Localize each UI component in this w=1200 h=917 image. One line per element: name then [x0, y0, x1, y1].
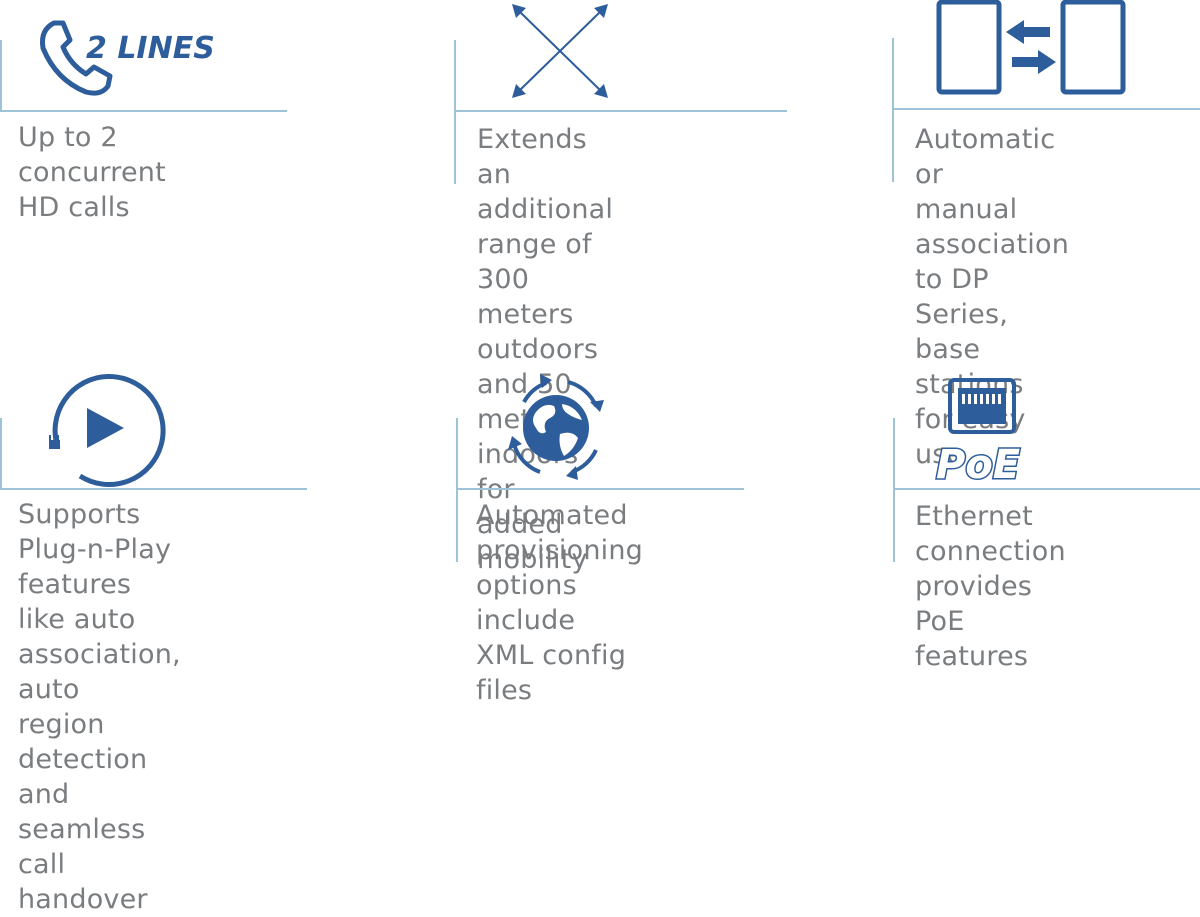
two-lines-label: 2 LINES [86, 31, 215, 66]
poe-label: PoE [936, 442, 1020, 488]
divider-horizontal [0, 488, 307, 490]
globe-sync-icon [496, 372, 616, 484]
divider-vertical [0, 40, 2, 112]
feature-description: Supports Plug-n-Play features like auto … [18, 499, 181, 915]
divider-vertical [454, 40, 456, 184]
divider-vertical [456, 418, 458, 562]
divider-horizontal [454, 110, 787, 112]
feature-description: Automated provisioning options include X… [476, 500, 643, 706]
divider-horizontal [456, 488, 744, 490]
divider-vertical [892, 38, 894, 182]
divider-vertical [0, 418, 2, 490]
expand-arrows-icon [508, 2, 612, 100]
feature-description: Ethernet connection provides PoE feature… [915, 501, 1066, 672]
feature-description: Extends an additional range of 300 meter… [477, 124, 614, 575]
divider-horizontal [893, 488, 1200, 490]
ethernet-poe-icon: PoE [934, 376, 1034, 490]
plug-play-icon [40, 372, 166, 487]
divider-vertical [893, 418, 895, 562]
phone-icon: 2 LINES [36, 20, 226, 100]
divider-horizontal [892, 108, 1200, 110]
feature-description: Up to 2 concurrent HD calls [18, 122, 166, 223]
association-icon [936, 0, 1126, 96]
divider-horizontal [0, 110, 287, 112]
